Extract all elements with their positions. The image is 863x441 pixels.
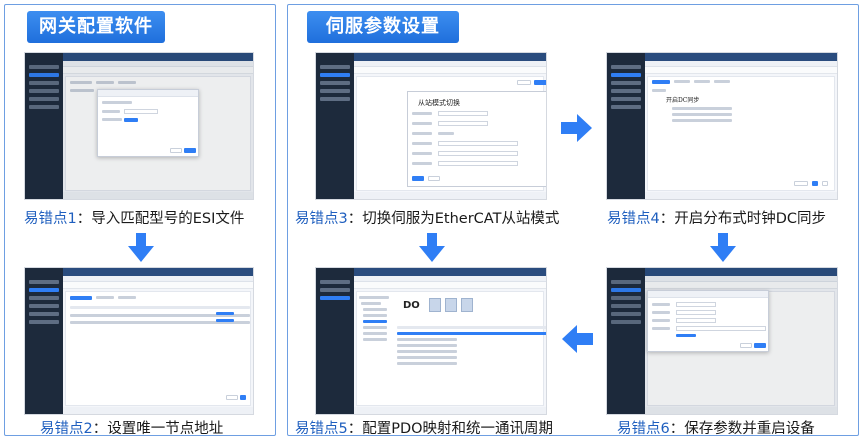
- step6-text: 保存参数并重启设备: [684, 421, 815, 437]
- servo-panel-title: 伺服参数设置: [307, 11, 459, 43]
- step4-sep: ：: [659, 211, 675, 227]
- step2-number: 易错点2: [40, 421, 93, 437]
- step3-handwriting: 从站模式切换: [418, 99, 460, 107]
- arrow-down-icon: [710, 233, 736, 262]
- step6-number: 易错点6: [617, 421, 670, 437]
- step5-big-label: DO: [403, 300, 420, 311]
- arrow-down-icon: [419, 233, 445, 262]
- save-restart-dialog: [647, 290, 769, 352]
- arrow-down-icon: [128, 233, 154, 262]
- step3-number: 易错点3: [295, 211, 348, 227]
- arrow-left-icon: [562, 325, 593, 353]
- step3-text: 切换伺服为EtherCAT从站模式: [362, 211, 560, 227]
- step4-handwriting: 开启DC同步: [666, 97, 700, 104]
- step4-number: 易错点4: [607, 211, 660, 227]
- step1-screenshot: [24, 52, 254, 200]
- step3-sep: ：: [347, 211, 363, 227]
- step5-number: 易错点5: [295, 421, 348, 437]
- step3-screenshot: 从站模式切换: [315, 52, 547, 200]
- step1-number: 易错点1: [24, 211, 77, 227]
- gateway-panel-title: 网关配置软件: [27, 11, 165, 43]
- step5-text: 配置PDO映射和统一通讯周期: [362, 421, 554, 437]
- step6-sep: ：: [669, 421, 685, 437]
- step2-sep: ：: [92, 421, 108, 437]
- step2-caption: 易错点2：设置唯一节点地址: [40, 417, 223, 438]
- arrow-right-icon: [561, 114, 592, 142]
- step6-screenshot: [606, 267, 838, 415]
- servo-panel: 伺服参数设置 从站模式切换: [287, 4, 859, 438]
- step4-screenshot: 开启DC同步: [606, 52, 838, 200]
- step1-caption: 易错点1：导入匹配型号的ESI文件: [24, 207, 244, 228]
- gateway-panel: 网关配置软件 易错点1：: [4, 4, 276, 438]
- step5-caption: 易错点5：配置PDO映射和统一通讯周期: [295, 417, 553, 438]
- step2-text: 设置唯一节点地址: [107, 421, 224, 437]
- step5-sep: ：: [347, 421, 363, 437]
- step3-caption: 易错点3：切换伺服为EtherCAT从站模式: [295, 207, 559, 228]
- step2-screenshot: [24, 267, 254, 415]
- step5-screenshot: DO: [315, 267, 547, 415]
- step4-text: 开启分布式时钟DC同步: [674, 211, 827, 227]
- step6-caption: 易错点6：保存参数并重启设备: [617, 417, 815, 438]
- step1-sep: ：: [76, 211, 92, 227]
- step1-text: 导入匹配型号的ESI文件: [91, 211, 245, 227]
- step4-caption: 易错点4：开启分布式时钟DC同步: [607, 207, 826, 228]
- esi-import-dialog: [97, 89, 199, 157]
